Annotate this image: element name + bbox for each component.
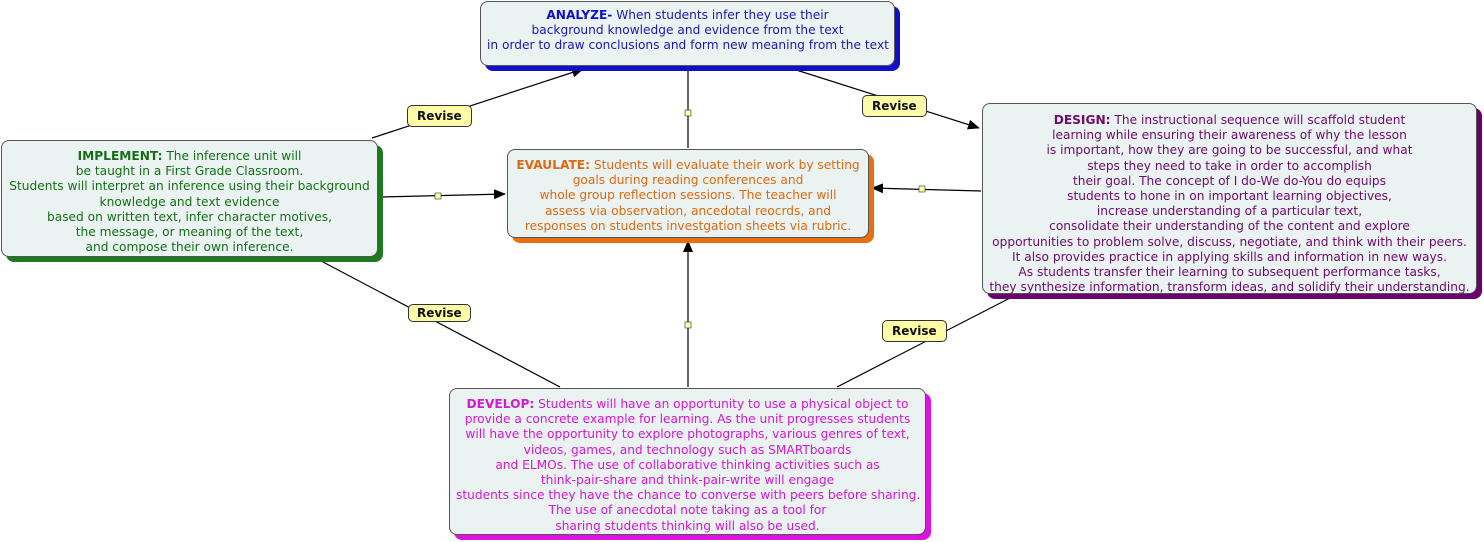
link-label-revise[interactable]: Revise bbox=[862, 95, 927, 117]
node-text-line: opportunities to problem solve, discuss,… bbox=[992, 234, 1467, 249]
node-text-line: they synthesize information, transform i… bbox=[989, 280, 1470, 295]
node-text-line: It also provides practice in applying sk… bbox=[1012, 249, 1447, 264]
node-text-line: steps they need to take in order to acco… bbox=[1087, 158, 1372, 173]
node-heading: DESIGN: bbox=[1053, 113, 1111, 127]
node-text-line: and compose their own inference. bbox=[85, 240, 294, 255]
concept-evaluate[interactable]: EVAULATE: Students will evaluate their w… bbox=[507, 149, 869, 238]
node-text-line: background knowledge and evidence from t… bbox=[531, 23, 844, 38]
node-text-line: Students will evaluate their work by set… bbox=[593, 158, 860, 172]
link-implement-develop bbox=[322, 261, 561, 388]
node-heading: EVAULATE: bbox=[516, 158, 590, 172]
concept-analyze[interactable]: ANALYZE- When students infer they use th… bbox=[480, 1, 895, 66]
node-text-line: provide a concrete example for learning.… bbox=[464, 412, 911, 427]
node-text-line: in order to draw conclusions and form ne… bbox=[487, 38, 889, 53]
node-text-line: The inference unit will bbox=[166, 149, 302, 163]
node-heading: ANALYZE- bbox=[546, 8, 613, 22]
concept-develop[interactable]: DEVELOP: Students will have an opportuni… bbox=[449, 388, 926, 535]
node-text-line: Students will interpret an inference usi… bbox=[9, 179, 370, 194]
node-heading: DEVELOP: bbox=[466, 397, 535, 411]
node-text-line: be taught in a First Grade Classroom. bbox=[75, 164, 304, 179]
node-text-line: will have the opportunity to explore pho… bbox=[465, 427, 910, 442]
node-text-line: whole group reflection sessions. The tea… bbox=[539, 188, 837, 203]
empty-link-label bbox=[684, 109, 692, 117]
link-implement-analyze bbox=[371, 67, 584, 139]
node-text-line: knowledge and text evidence bbox=[99, 194, 280, 209]
node-text-line: The instructional sequence will scaffold… bbox=[1114, 113, 1406, 127]
node-text-line: assess via observation, ancedotal reocrd… bbox=[544, 203, 832, 218]
link-design-develop bbox=[836, 297, 1011, 388]
node-text-line: think-pair-share and think-pair-write wi… bbox=[540, 473, 835, 488]
link-label-revise[interactable]: Revise bbox=[407, 105, 472, 127]
node-text-line: and ELMOs. The use of collaborative thin… bbox=[495, 457, 880, 472]
node-text-line: the message, or meaning of the text, bbox=[75, 225, 304, 240]
link-label-revise[interactable]: Revise bbox=[408, 304, 471, 322]
node-text-line: Students will have an opportunity to use… bbox=[538, 397, 909, 411]
link-implement-evaluate bbox=[379, 189, 506, 200]
concept-implement[interactable]: IMPLEMENT: The inference unit will be ta… bbox=[1, 140, 378, 257]
link-label-revise[interactable]: Revise bbox=[882, 320, 947, 342]
node-text-line: increase understanding of a particular t… bbox=[1096, 204, 1363, 219]
node-text-line: students to hone in on important learnin… bbox=[1067, 189, 1392, 204]
empty-link-label bbox=[434, 192, 442, 200]
node-text-line: learning while ensuring their awareness … bbox=[1052, 128, 1407, 143]
link-design-evaluate bbox=[871, 183, 982, 194]
node-text-line: consolidate their understanding of the c… bbox=[1049, 219, 1410, 234]
concept-design[interactable]: DESIGN: The instructional sequence will … bbox=[982, 103, 1477, 294]
empty-link-label bbox=[684, 321, 692, 329]
empty-link-label bbox=[918, 185, 926, 193]
node-text-line: their goal. The concept of I do-We do-Yo… bbox=[1073, 173, 1386, 188]
node-text-line: As students transfer their learning to s… bbox=[1018, 265, 1441, 280]
node-text-line: is important, how they are going to be s… bbox=[1046, 143, 1413, 158]
node-text-line: students since they have the chance to c… bbox=[456, 488, 921, 503]
node-text-line: responses on students investgation sheet… bbox=[524, 218, 852, 233]
node-text-line: sharing students thinking will also be u… bbox=[555, 518, 820, 533]
node-text-line: based on written text, infer character m… bbox=[47, 209, 332, 224]
node-text-line: goals during reading conferences and bbox=[572, 173, 804, 188]
node-text-line: The use of anecdotal note taking as a to… bbox=[548, 503, 827, 518]
node-text-line: When students infer they use their bbox=[616, 8, 829, 22]
node-text-line: videos, games, and technology such as SM… bbox=[523, 442, 852, 457]
node-heading: IMPLEMENT: bbox=[77, 149, 163, 163]
